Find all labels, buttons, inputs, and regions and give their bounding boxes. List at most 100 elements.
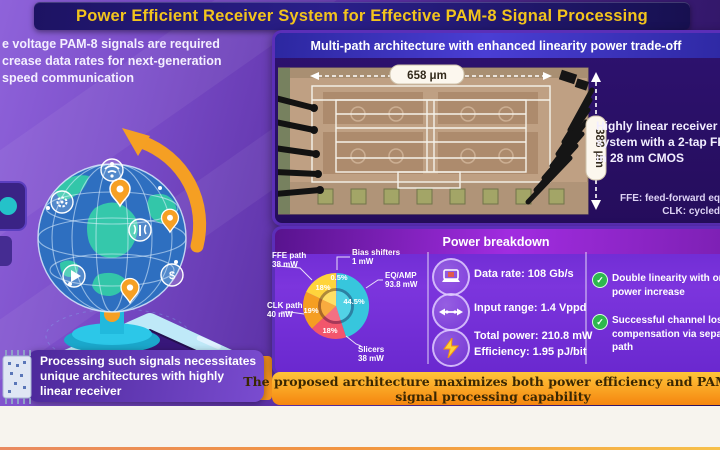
intro-line: speed communication bbox=[2, 71, 134, 85]
pct-slicers: 18% bbox=[322, 326, 337, 335]
orbit-arrow bbox=[122, 128, 207, 253]
width-dimension: 658 μm bbox=[310, 64, 552, 85]
architecture-panel-header: Multi-path architecture with enhanced li… bbox=[275, 33, 720, 58]
architecture-header-label: Multi-path architecture with enhanced li… bbox=[310, 38, 682, 53]
highlight-line: Successful channel loss bbox=[612, 315, 720, 326]
floorplan-annotation bbox=[311, 85, 551, 189]
top-right-pads bbox=[558, 69, 589, 91]
laptop-icon bbox=[442, 269, 460, 282]
note-line: unique architectures with highly bbox=[40, 368, 225, 383]
conclusion-banner: The proposed architecture maximizes both… bbox=[243, 372, 720, 405]
label-slicers: Slicers bbox=[358, 345, 385, 354]
arrow-down-icon bbox=[591, 200, 601, 210]
intro-text: e voltage PAM-8 signals are required cre… bbox=[2, 36, 222, 87]
arrow-left-icon bbox=[310, 72, 319, 80]
location-pin-icon bbox=[109, 178, 131, 208]
continent bbox=[87, 202, 138, 258]
input-range-label: Input range: 1.4 Vppd bbox=[474, 302, 587, 314]
leader-lines bbox=[277, 256, 383, 347]
height-dimension: 388 μm bbox=[585, 72, 607, 210]
data-rate-badge bbox=[432, 258, 470, 296]
panel-divider bbox=[585, 252, 587, 364]
label-bias: Bias shifters bbox=[352, 248, 401, 257]
highlight-line: compensation via separate bbox=[612, 328, 720, 340]
lightning-icon bbox=[443, 338, 459, 358]
play-icon bbox=[62, 264, 86, 288]
label-eqamp-value: 93.8 mW bbox=[385, 280, 418, 289]
note-line: Processing such signals necessitates bbox=[40, 353, 257, 368]
total-power-label: Total power: 210.8 mW bbox=[474, 330, 593, 342]
desc-line: system with a 2-tap FFE capability bbox=[596, 135, 720, 149]
banner-line: signal processing capability bbox=[395, 388, 591, 404]
globe-grid bbox=[38, 164, 186, 312]
circuit-blocks bbox=[323, 92, 538, 174]
architecture-description: Highly linear receiver frontend system w… bbox=[596, 118, 720, 166]
footer: /s PAM-8 CTLE+FFE Receiver Frontend with… bbox=[0, 406, 720, 447]
pct-ffe: 18% bbox=[315, 283, 330, 292]
desc-line: in 28 nm CMOS bbox=[596, 151, 685, 165]
chip-die-photo: 658 μm 388 μm bbox=[278, 64, 607, 215]
wifi-icon bbox=[100, 158, 124, 182]
power-header-label: Power breakdown bbox=[442, 234, 550, 249]
arrow-up-icon bbox=[591, 72, 601, 82]
efficiency-label: Efficiency: 1.95 pJ/bit bbox=[474, 346, 587, 358]
label-ffe-value: 38 mW bbox=[272, 260, 298, 269]
banner-line: The proposed architecture maximizes both… bbox=[243, 373, 720, 389]
antenna-icon bbox=[128, 218, 152, 242]
inner-pie bbox=[320, 290, 352, 322]
abbreviation-footnotes: FFE: feed-forward eq CLK: cycled bbox=[620, 192, 720, 218]
chip-icon bbox=[2, 350, 32, 404]
phone-speaker bbox=[196, 335, 221, 350]
range-arrows-icon bbox=[439, 308, 463, 316]
arrow-head-icon bbox=[122, 128, 150, 156]
left-note-text: Processing such signals necessitates uni… bbox=[40, 354, 256, 399]
dollar-glyph: $ bbox=[169, 270, 175, 282]
label-clk-value: 40 mW bbox=[267, 310, 293, 319]
pct-bias: 0.5% bbox=[330, 273, 347, 282]
footnote-line: CLK: cycled bbox=[662, 206, 720, 217]
label-eqamp: EQ/AMP bbox=[385, 271, 417, 280]
slice-eq-amp bbox=[336, 273, 370, 338]
highlight-line: Double linearity with only 2 bbox=[612, 273, 720, 284]
input-range-badge bbox=[432, 293, 470, 331]
label-clk: CLK path bbox=[267, 301, 303, 310]
arrow-right-icon bbox=[543, 72, 552, 80]
page-title: Power Efficient Receiver System for Effe… bbox=[76, 6, 648, 25]
bond-wires-right bbox=[525, 87, 595, 205]
highlight-line: path bbox=[612, 342, 634, 353]
highlight-line: power increase bbox=[612, 286, 685, 298]
chip-height-label: 388 μm bbox=[593, 128, 605, 168]
dollar-icon: $ bbox=[160, 263, 184, 287]
check-glyph: ✓ bbox=[596, 274, 604, 285]
bond-wires-left bbox=[278, 95, 323, 197]
location-pin-icon bbox=[120, 277, 140, 305]
gear-icon bbox=[50, 190, 74, 214]
label-slicers-value: 38 mW bbox=[358, 354, 384, 363]
intro-line: crease data rates for next-generation bbox=[2, 54, 222, 68]
wire-balls-left bbox=[310, 104, 324, 194]
slice-clk-path bbox=[302, 291, 336, 329]
donut-ring bbox=[318, 288, 354, 324]
power-pie-chart: 0.5% 44.5% 18% 19% 18% FFE path 38 mW Bi… bbox=[267, 248, 418, 363]
globe: $ bbox=[37, 158, 187, 313]
panel-divider bbox=[427, 252, 429, 364]
highlight-2: Successful channel loss compensation via… bbox=[612, 314, 720, 355]
pie-percent-labels: 0.5% 44.5% 18% 19% 18% bbox=[303, 273, 364, 335]
bottom-accent-strip bbox=[0, 447, 720, 450]
note-line: linear receiver bbox=[40, 383, 122, 398]
die-edge bbox=[278, 68, 290, 214]
power-badge bbox=[432, 329, 470, 367]
intro-line: e voltage PAM-8 signals are required bbox=[2, 37, 220, 51]
footnote-line: FFE: feed-forward eq bbox=[619, 193, 720, 204]
left-edge-device bbox=[0, 181, 27, 266]
pct-eqamp: 44.5% bbox=[343, 297, 365, 306]
highlight-1: Double linearity with only 2 power incre… bbox=[612, 272, 720, 299]
title-bar: Power Efficient Receiver System for Effe… bbox=[34, 2, 690, 30]
power-panel-header: Power breakdown bbox=[275, 229, 720, 254]
pie-slices bbox=[302, 272, 370, 340]
bond-pads bbox=[317, 188, 565, 205]
globe-phone-illustration: $ bbox=[0, 128, 259, 363]
network-nodes bbox=[46, 162, 178, 286]
pct-clk: 19% bbox=[303, 306, 318, 315]
